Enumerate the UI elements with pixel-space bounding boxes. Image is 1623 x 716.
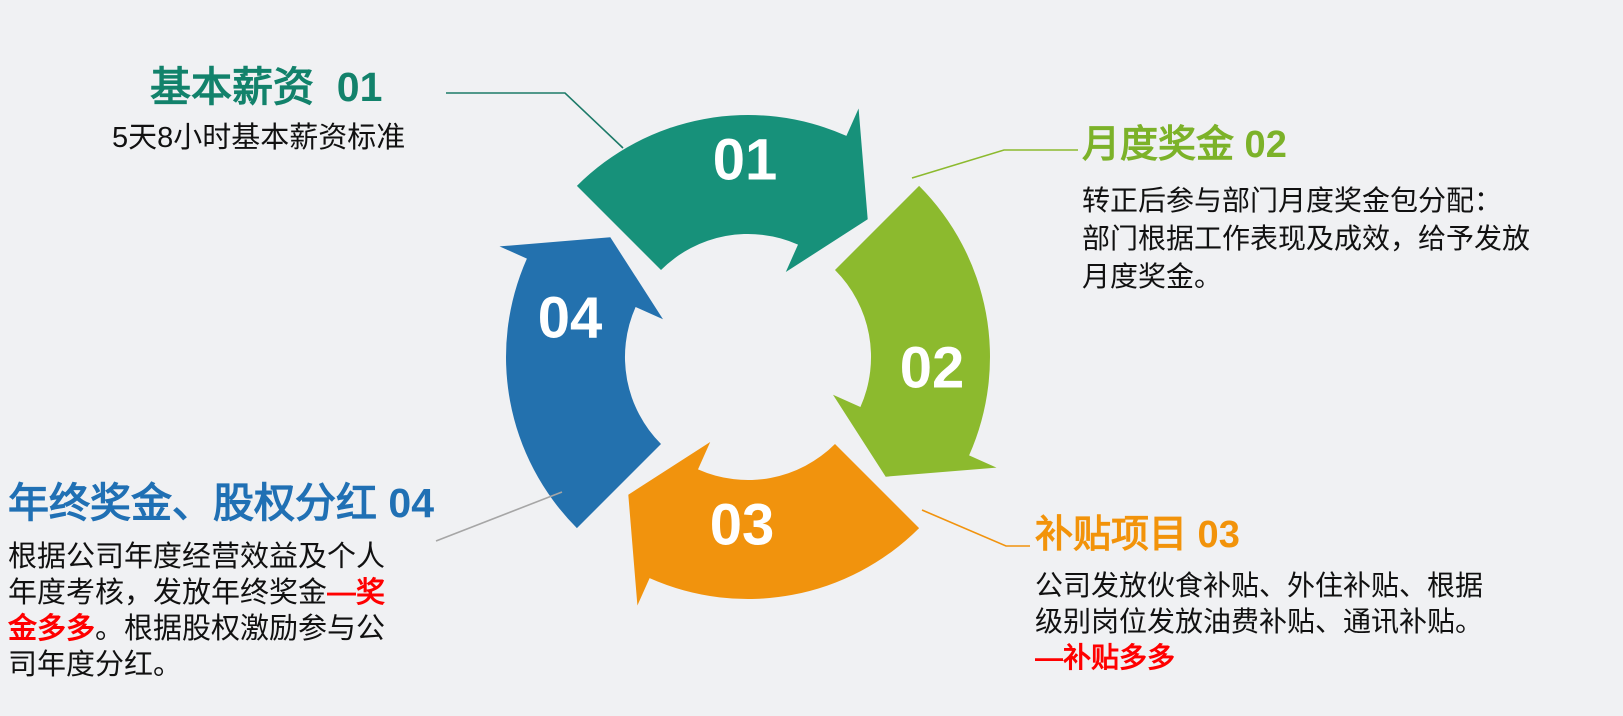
callout-body-01: 5天8小时基本薪资标准 [112,119,492,157]
highlight-red-text: —补贴多多 [1035,641,1176,673]
body-text: 部门根据工作表现及成效，给予发放 [1082,222,1531,254]
body-text: 司年度分红。 [8,649,183,682]
callout-title-02: 月度奖金 02 [1082,124,1287,166]
cycle-segment-04 [499,237,663,529]
body-text-line: 5天8小时基本薪资标准 [112,119,492,157]
segment-number-01: 01 [713,128,778,193]
body-text-line: 年度考核，发放年终奖金—奖 [8,575,508,611]
body-text-line: 司年度分红。 [8,647,508,683]
body-text: 月度奖金。 [1082,260,1223,292]
body-text: 转正后参与部门月度奖金包分配： [1082,184,1503,216]
body-text-line: —补贴多多 [1035,640,1595,676]
body-text: 根据公司年度经营效益及个人 [8,541,386,574]
body-text-line: 公司发放伙食补贴、外住补贴、根据 [1035,568,1595,604]
cycle-segment-01 [576,108,868,272]
leader-line-03 [921,509,1030,547]
highlight-red-text: —奖 [327,577,386,610]
callout-annual-bonus-equity: 年终奖金、股权分红 04 根据公司年度经营效益及个人年度考核，发放年终奖金—奖金… [8,480,508,683]
callout-body-04: 根据公司年度经营效益及个人年度考核，发放年终奖金—奖金多多。根据股权激励参与公司… [8,539,508,683]
segment-number-03: 03 [710,493,775,558]
leader-line-01 [446,92,624,149]
callout-title-04: 年终奖金、股权分红 04 [8,480,434,526]
body-text-line: 金多多。根据股权激励参与公 [8,611,508,647]
leader-line-02 [911,149,1078,179]
body-text: 级别岗位发放油费补贴、通讯补贴。 [1035,605,1484,637]
segment-number-04: 04 [538,286,603,351]
callout-body-02: 转正后参与部门月度奖金包分配： 部门根据工作表现及成效，给予发放月度奖金。 [1082,182,1622,296]
body-text: 。根据股权激励参与公 [95,613,386,646]
body-text-line: 转正后参与部门月度奖金包分配： [1082,182,1622,220]
body-text-line: 部门根据工作表现及成效，给予发放 [1082,220,1622,258]
callout-basic-salary: 基本薪资 01 5天8小时基本薪资标准 [112,64,492,157]
body-text-line: 级别岗位发放油费补贴、通讯补贴。 [1035,604,1595,640]
body-text: 年度考核，发放年终奖金 [8,577,328,610]
body-text-line: 根据公司年度经营效益及个人 [8,539,508,575]
leader-line-04 [435,491,563,542]
highlight-red-text: 金多多 [8,613,96,646]
callout-monthly-bonus: 月度奖金 02 转正后参与部门月度奖金包分配： 部门根据工作表现及成效，给予发放月… [1082,124,1622,296]
body-text-line: 月度奖金。 [1082,258,1622,296]
callout-title-03: 补贴项目 03 [1035,514,1240,556]
callout-title-01: 基本薪资 01 [150,64,383,110]
cycle-segment-02 [833,185,997,477]
body-text: 公司发放伙食补贴、外住补贴、根据 [1035,569,1484,601]
cycle-segment-03 [628,442,920,606]
segment-number-02: 02 [900,336,965,401]
body-text: 5天8小时基本薪资标准 [112,122,406,155]
callout-subsidy-program: 补贴项目 03 公司发放伙食补贴、外住补贴、根据级别岗位发放油费补贴、通讯补贴。… [1035,514,1595,676]
callout-body-03: 公司发放伙食补贴、外住补贴、根据级别岗位发放油费补贴、通讯补贴。 —补贴多多 [1035,568,1595,676]
